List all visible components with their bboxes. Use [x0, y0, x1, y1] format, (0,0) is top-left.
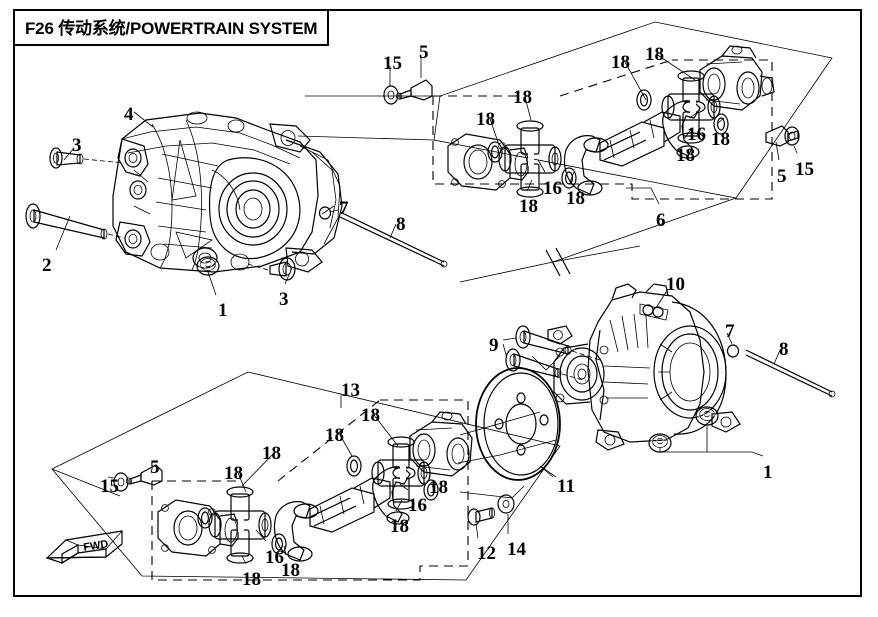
part-3-bolt-upper [49, 147, 125, 169]
callout-7-nut: 7 [339, 198, 349, 219]
front-flange-yoke [447, 133, 529, 191]
part-5-bolt-front-top [395, 79, 433, 101]
callout-1-flange-nut: 1 [763, 462, 773, 483]
callout-18-snap-ring: 18 [676, 145, 695, 166]
front-driveshaft-tube [563, 100, 706, 196]
part-3-bolt-lower [247, 257, 296, 281]
callout-18-snap-ring: 18 [390, 516, 409, 537]
callout-18-snap-ring: 18 [224, 463, 243, 484]
front-companion-flange [699, 45, 775, 111]
callout-18-snap-ring: 18 [429, 477, 448, 498]
callout-7-nut: 7 [725, 321, 735, 342]
callout-5-bolt: 5 [419, 42, 429, 63]
break-symbol [459, 245, 641, 283]
rear-differential-assembly [547, 283, 741, 451]
callout-16-universal-joint-cross: 16 [408, 495, 427, 516]
part-14-washer [497, 494, 515, 534]
callout-16-universal-joint-cross: 16 [687, 124, 706, 145]
front-driveshaft-leaders [489, 53, 725, 205]
callout-8-long-rod: 8 [779, 339, 789, 360]
callout-5-bolt: 5 [777, 166, 787, 187]
rear-flange-yoke [157, 499, 239, 557]
callout-13-rear-driveshaft-assembly: 13 [341, 380, 360, 401]
callout-5-bolt: 5 [150, 457, 160, 478]
part-15-washer-front-top [383, 85, 399, 105]
callout-12-bolt: 12 [477, 543, 496, 564]
callout-9-bolt-washer: 9 [489, 335, 499, 356]
part-5-bolt-rear [126, 464, 163, 486]
front-assembly-perspective-box [297, 21, 833, 263]
part-12-bolt [467, 507, 495, 539]
callout-6-front-driveshaft-assembly: 6 [656, 210, 666, 231]
fwd-orientation-marker: FWD [45, 530, 123, 565]
callout-15-washer: 15 [795, 159, 814, 180]
rear-ujoint-cross-left [208, 486, 272, 564]
callout-18-snap-ring: 18 [513, 87, 532, 108]
callout-18-snap-ring: 18 [325, 425, 344, 446]
page-border-frame [13, 9, 862, 597]
rear-companion-flange [409, 411, 473, 477]
front-assembly-dashed-box [432, 59, 773, 200]
callout-18-snap-ring: 18 [566, 188, 585, 209]
callout-18-snap-ring: 18 [611, 52, 630, 73]
leader-lines-front-diff [55, 111, 397, 296]
part-5-bolt-front-right [765, 125, 800, 147]
callout-14-washer: 14 [507, 539, 526, 560]
page-title: F26 传动系统/POWERTRAIN SYSTEM [13, 9, 330, 46]
rear-driveshaft-leaders [237, 414, 437, 565]
rear-assembly-perspective-box [51, 371, 561, 581]
callout-1-flange-nut: 1 [218, 300, 228, 321]
callout-18-snap-ring: 18 [281, 560, 300, 581]
callout-18-snap-ring: 18 [262, 443, 281, 464]
callout-18-snap-ring: 18 [645, 44, 664, 65]
callout-16-universal-joint-cross: 16 [265, 547, 284, 568]
callout-18-snap-ring: 18 [242, 569, 261, 590]
callout-8-long-rod: 8 [396, 214, 406, 235]
callout-18-snap-ring: 18 [519, 196, 538, 217]
rear-assembly-dashed-box [151, 394, 469, 581]
callout-16-universal-joint-cross: 16 [543, 178, 562, 199]
part-8-rod-front [329, 209, 448, 268]
part-2-long-bolt [25, 203, 125, 240]
rear-connection-lines [457, 355, 561, 499]
rear-driveshaft-tube [273, 466, 416, 562]
callout-11-brake-disc: 11 [557, 476, 575, 497]
callout-3-bolt-washer: 3 [279, 289, 289, 310]
front-ujoint-cross-right [661, 70, 721, 144]
front-differential-assembly [112, 111, 343, 273]
callout-10-rear-differential-assembly: 10 [666, 274, 685, 295]
part-15-washer-rear [113, 472, 129, 492]
part-8-rod-rear [745, 349, 836, 398]
callout-2-long-through-bolt: 2 [42, 255, 52, 276]
callout-18-snap-ring: 18 [711, 129, 730, 150]
svg-text:FWD: FWD [83, 538, 110, 554]
callout-3-bolt-washer: 3 [72, 135, 82, 156]
part-1-nuts-rear [648, 406, 764, 457]
callout-15-washer: 15 [100, 476, 119, 497]
callout-4-front-differential-assembly: 4 [124, 104, 134, 125]
callout-18-snap-ring: 18 [476, 109, 495, 130]
part-11-brake-disc [475, 367, 561, 481]
front-ujoint-cross-left [498, 120, 562, 198]
part-9-bolts [502, 325, 601, 382]
callout-15-washer: 15 [383, 53, 402, 74]
callout-18-snap-ring: 18 [361, 405, 380, 426]
part-7-nut-rear [726, 344, 740, 358]
part-7-nut-front [318, 206, 332, 220]
